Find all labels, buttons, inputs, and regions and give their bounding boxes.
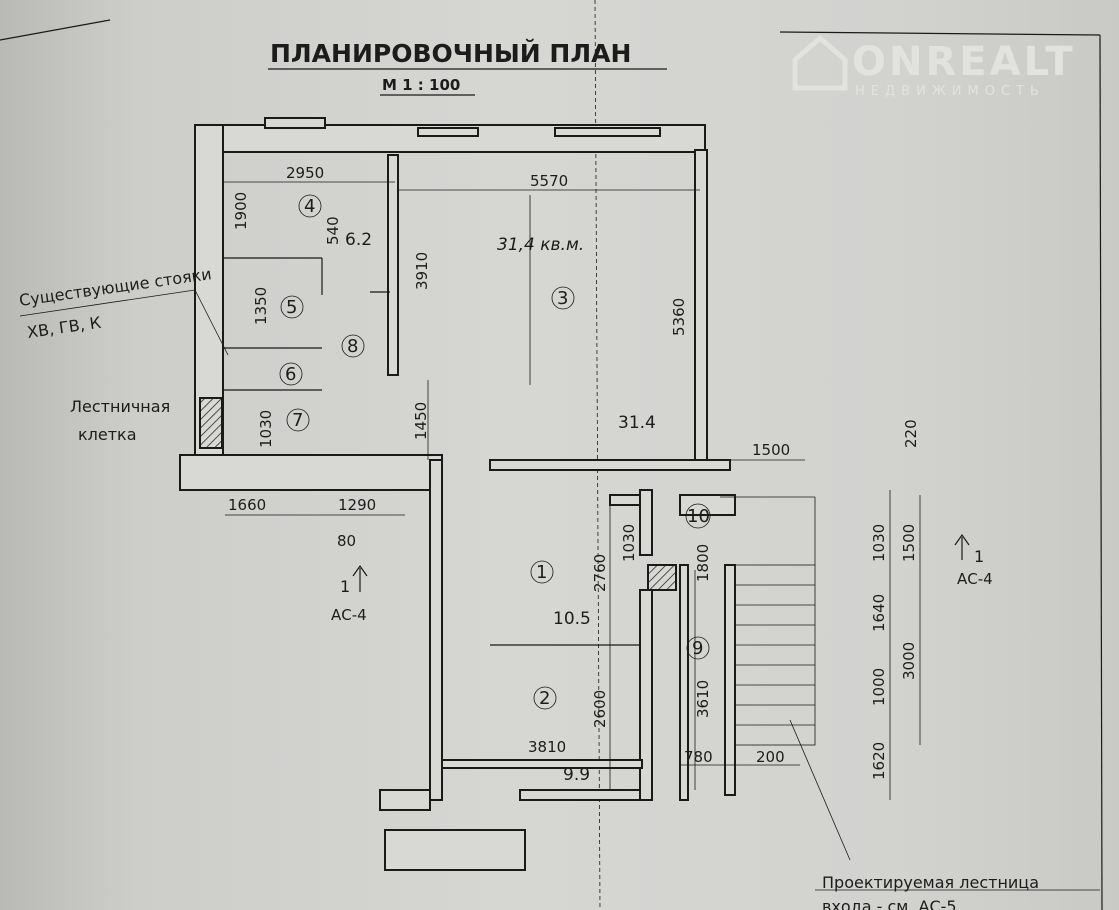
room-1-label: 1 <box>530 560 554 584</box>
dimension-lines <box>19 181 1100 891</box>
plan-title: ПЛАНИРОВОЧНЫЙ ПЛАН <box>270 39 631 68</box>
stairwell-label: Лестничная <box>70 397 170 416</box>
stair-note: Проектируемая лестница <box>822 873 1039 892</box>
dim-1640: 1640 <box>870 594 888 632</box>
room-3-label: 3 <box>551 286 575 310</box>
dim-2600: 2600 <box>591 690 609 728</box>
svg-text:9: 9 <box>692 638 703 659</box>
dim-3000: 3000 <box>900 642 918 680</box>
svg-text:3: 3 <box>557 288 568 309</box>
dim-1030-corridor: 1030 <box>620 524 638 562</box>
plan-scale: М 1 : 100 <box>382 76 460 94</box>
section-mark-left: 1 АС-4 <box>331 564 368 624</box>
dim-780: 780 <box>684 748 713 766</box>
dim-1900: 1900 <box>232 192 250 230</box>
stair-treads <box>720 496 816 746</box>
room-2-area: 9.9 <box>563 765 590 785</box>
risers-note: Существующие стояки <box>18 264 213 310</box>
dim-200: 200 <box>756 748 785 766</box>
dim-3810: 3810 <box>528 738 566 756</box>
dim-1660: 1660 <box>228 496 266 514</box>
dim-1620: 1620 <box>870 742 888 780</box>
room-2-label: 2 <box>533 686 557 710</box>
svg-text:АС-4: АС-4 <box>957 570 993 588</box>
dim-3610: 3610 <box>694 680 712 718</box>
watermark-logo: ONREALT НЕДВИЖИМОСТЬ <box>792 34 1076 99</box>
dim-80: 80 <box>337 532 356 550</box>
stair-note-2: входа - см. АС-5 <box>822 897 957 910</box>
dim-1030-left: 1030 <box>257 410 275 448</box>
sheet-edge-line <box>0 19 111 41</box>
dim-2760: 2760 <box>591 554 609 592</box>
room-8-label: 8 <box>341 334 365 358</box>
fold-line <box>594 0 601 910</box>
svg-text:5: 5 <box>286 297 297 318</box>
svg-text:7: 7 <box>292 410 303 431</box>
stairwell-label-2: клетка <box>78 425 137 444</box>
dim-220: 220 <box>902 419 920 448</box>
dim-5360: 5360 <box>670 298 688 336</box>
section-mark-right: 1 АС-4 <box>954 533 993 588</box>
svg-text:4: 4 <box>304 196 315 217</box>
svg-text:10: 10 <box>687 506 710 527</box>
dim-2950: 2950 <box>286 164 324 182</box>
svg-text:АС-4: АС-4 <box>331 606 367 624</box>
dim-1030-right: 1030 <box>870 524 888 562</box>
svg-text:6: 6 <box>285 364 296 385</box>
room-4-label: 4 <box>298 194 322 218</box>
dim-1000: 1000 <box>870 668 888 706</box>
room-9-label: 9 <box>686 636 710 660</box>
dim-1350: 1350 <box>252 287 270 325</box>
svg-text:1: 1 <box>974 547 984 566</box>
room-1-area: 10.5 <box>553 609 591 629</box>
frame-line <box>779 31 1101 36</box>
dim-1450: 1450 <box>412 402 430 440</box>
dim-1500-top: 1500 <box>752 441 790 459</box>
walls <box>179 117 736 871</box>
room-10-label: 10 <box>685 503 711 529</box>
svg-text:8: 8 <box>347 336 358 357</box>
watermark-brand: ONREALT <box>852 39 1076 85</box>
svg-text:1: 1 <box>340 577 350 596</box>
dim-3910: 3910 <box>413 252 431 290</box>
dim-1290: 1290 <box>338 496 376 514</box>
room-7-label: 7 <box>286 408 310 432</box>
svg-text:2: 2 <box>539 688 550 709</box>
handwritten-area: 31,4 кв.м. <box>497 235 584 255</box>
dim-5570: 5570 <box>530 172 568 190</box>
room-6-label: 6 <box>279 362 303 386</box>
dim-1800: 1800 <box>694 544 712 582</box>
frame-line <box>1099 34 1103 910</box>
room-4-area: 6.2 <box>345 230 372 250</box>
svg-text:1: 1 <box>536 562 547 583</box>
room-3-area: 31.4 <box>618 413 656 433</box>
room-5-label: 5 <box>280 295 304 319</box>
dim-1500-right: 1500 <box>900 524 918 562</box>
dim-540: 540 <box>324 216 342 245</box>
watermark-subtitle: НЕДВИЖИМОСТЬ <box>855 84 1045 99</box>
risers-note-2: ХВ, ГВ, К <box>26 313 103 342</box>
